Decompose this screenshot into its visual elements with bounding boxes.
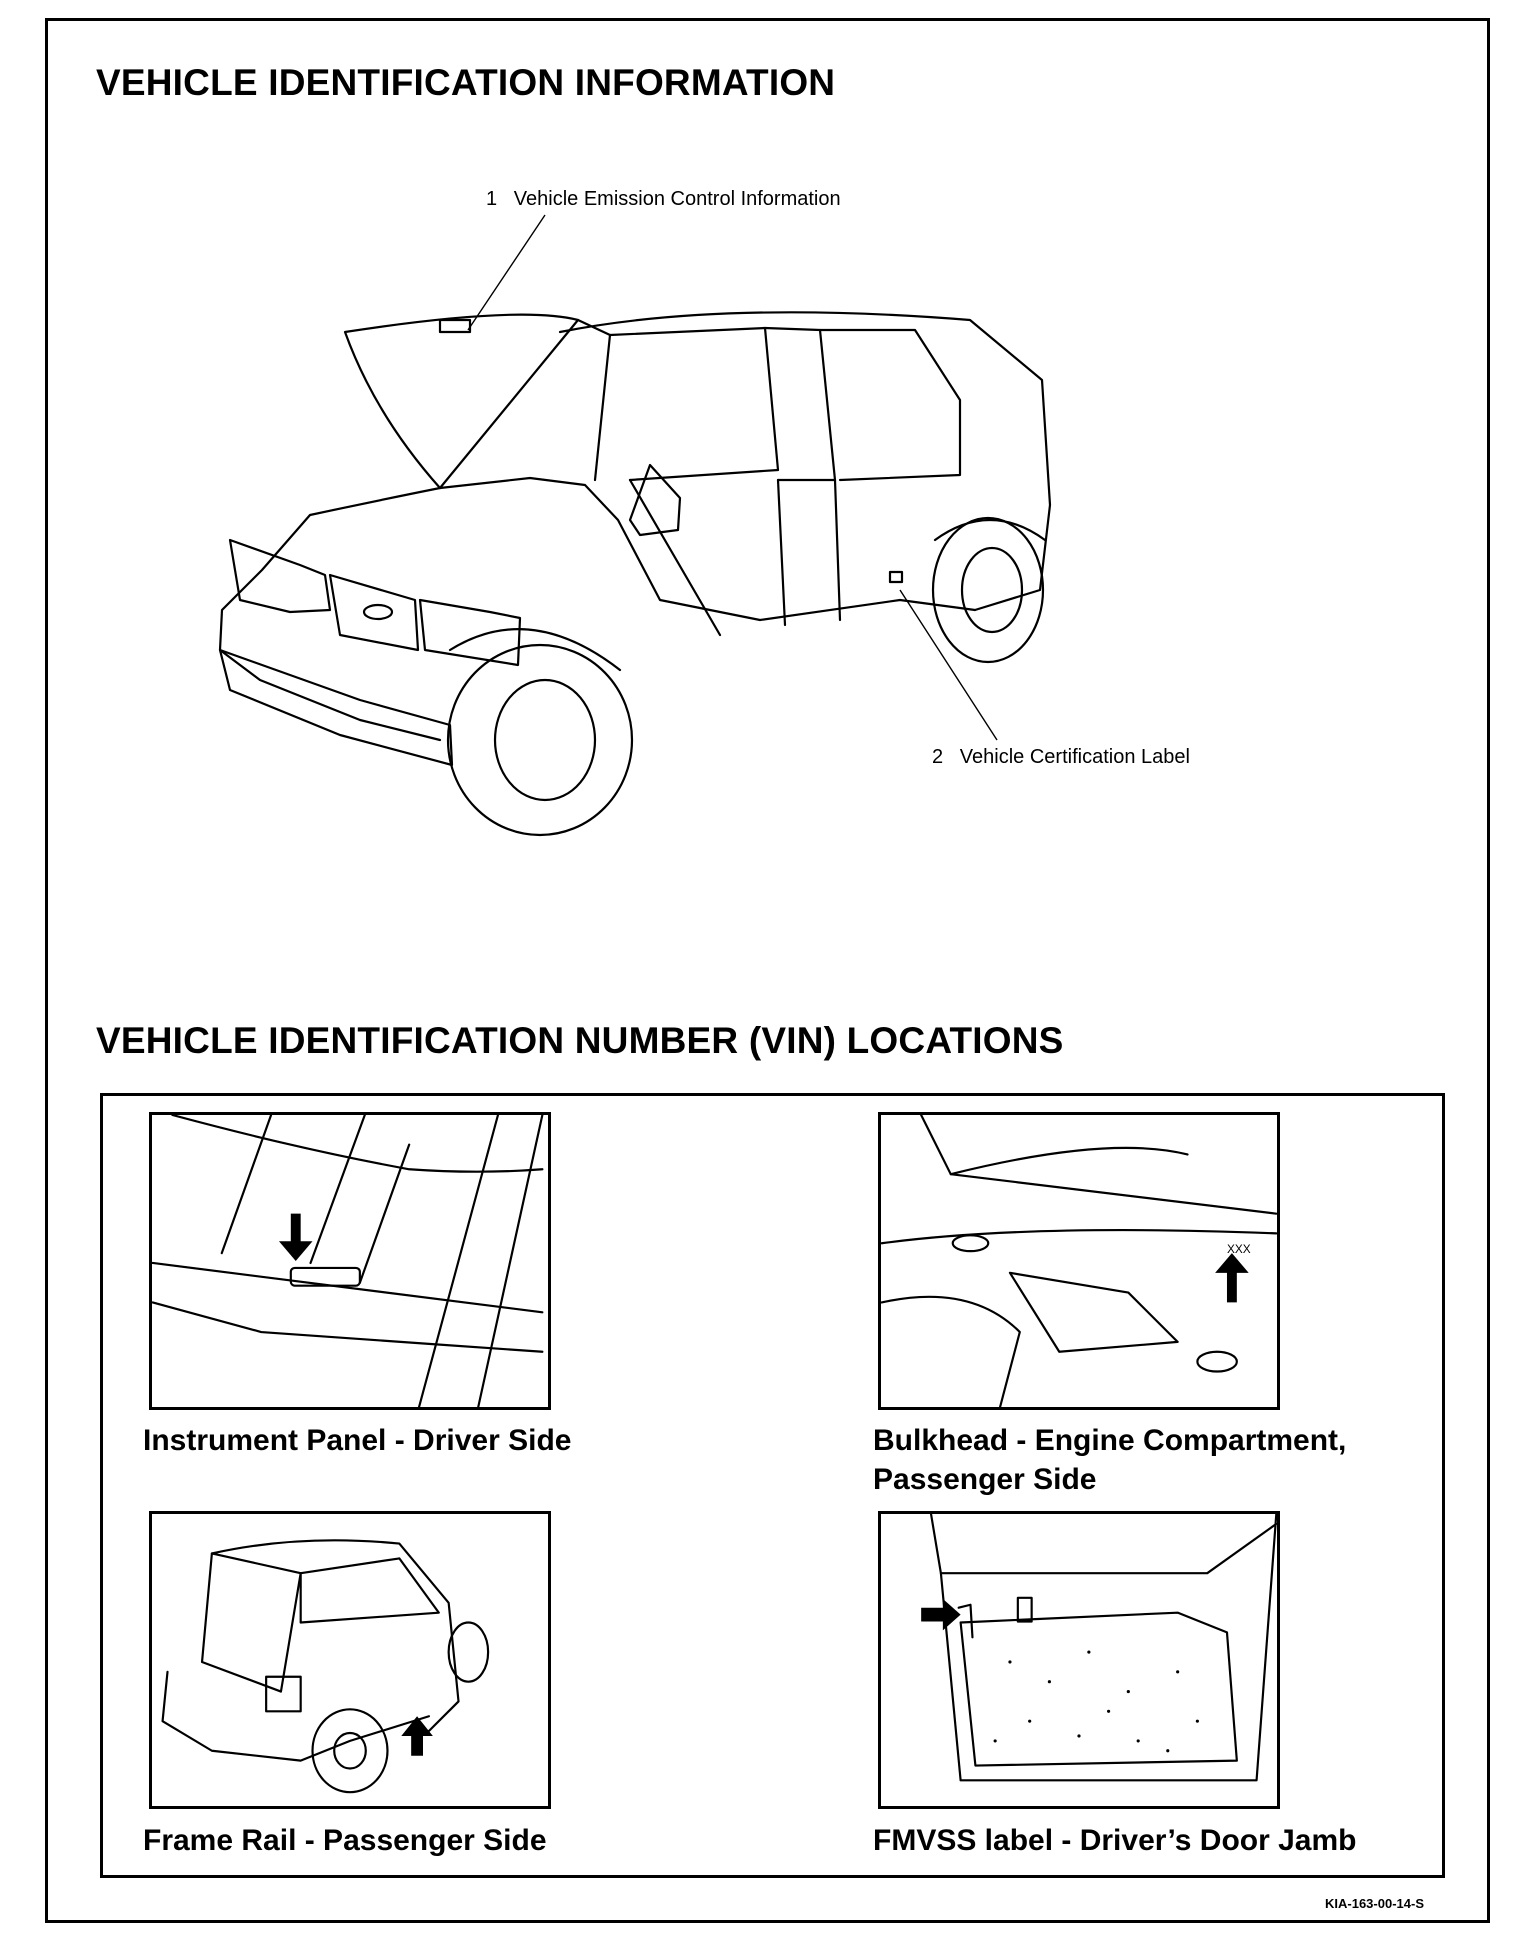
body-beltline <box>438 476 977 622</box>
vin-image-frame-rail <box>149 1511 551 1809</box>
vin-locations-panel: Instrument Panel - Driver Side XXX Bulkh… <box>100 1093 1445 1878</box>
arrow-up-icon <box>401 1716 433 1756</box>
vin-image-instrument-panel <box>149 1112 551 1410</box>
rear-wheel-rim <box>960 546 1024 634</box>
arrow-right-icon <box>921 1598 961 1631</box>
grille <box>328 573 420 652</box>
front-bumper <box>218 648 454 767</box>
front-fascia <box>218 486 442 742</box>
fmvss-label <box>1016 1596 1033 1623</box>
caption-instrument-panel: Instrument Panel - Driver Side <box>143 1421 571 1460</box>
callout-2: 2 Vehicle Certification Label <box>932 746 1190 769</box>
rear-wheel-tire <box>931 516 1045 664</box>
callout-1-number: 1 <box>486 188 498 210</box>
roof-line <box>558 311 1052 612</box>
section-title-identification: VEHICLE IDENTIFICATION INFORMATION <box>96 62 836 103</box>
carpet-texture <box>993 1650 1199 1753</box>
component-housing <box>1008 1271 1179 1353</box>
bulkhead-edge <box>881 1229 1277 1245</box>
callout-2-leader-line <box>899 589 998 741</box>
caption-bulkhead: Bulkhead - Engine Compartment, Passenger… <box>873 1421 1346 1499</box>
caption-frame-rail: Frame Rail - Passenger Side <box>143 1821 547 1860</box>
callout-2-label: Vehicle Certification Label <box>959 746 1190 768</box>
windshield-reflections <box>220 1115 411 1284</box>
lower-body <box>161 1670 431 1762</box>
caption-instrument-panel-line1: Instrument Panel - Driver Side <box>143 1424 572 1457</box>
rear-quarter-window <box>818 328 962 482</box>
front-tire <box>447 1621 490 1683</box>
vin-image-bulkhead: XXX <box>878 1112 1280 1410</box>
dash-edge <box>152 1301 544 1353</box>
caption-bulkhead-line2: Passenger Side <box>873 1463 1097 1496</box>
emission-label <box>438 318 472 334</box>
front-wheel-rim <box>493 678 597 802</box>
windshield-curve <box>171 1115 544 1173</box>
caption-bulkhead-line1: Bulkhead - Engine Compartment, <box>873 1424 1347 1457</box>
fill-cap <box>1196 1350 1238 1373</box>
grille-emblem <box>362 603 394 621</box>
certification-label-marker <box>888 570 904 584</box>
arrow-down-icon <box>278 1213 313 1261</box>
side-windows <box>299 1557 440 1624</box>
callout-1: 1 Vehicle Emission Control Information <box>486 188 841 211</box>
page-border <box>45 18 1490 1923</box>
jamb-edge <box>957 1603 974 1639</box>
vin-plate <box>289 1266 361 1287</box>
vin-label-xxx: XXX <box>1227 1242 1251 1256</box>
suv-illustration <box>218 214 1052 837</box>
callout-1-leader-line <box>467 214 546 331</box>
vin-image-door-jamb <box>878 1511 1280 1809</box>
sill-top <box>939 1522 1277 1575</box>
open-hood <box>343 313 580 490</box>
tail-light <box>265 1675 302 1713</box>
callout-2-number: 2 <box>932 746 944 768</box>
caption-frame-rail-line1: Frame Rail - Passenger Side <box>143 1824 547 1857</box>
rear-window <box>200 1552 302 1693</box>
a-pillar <box>576 318 612 482</box>
reservoir-cap <box>951 1234 990 1253</box>
hose <box>881 1295 1021 1407</box>
cowl-line <box>920 1115 1277 1215</box>
dash-top-line <box>152 1261 544 1314</box>
rear-tire <box>311 1708 389 1794</box>
rear-rim <box>333 1731 367 1770</box>
windshield-base <box>949 1146 1189 1176</box>
caption-door-jamb: FMVSS label - Driver’s Door Jamb <box>873 1821 1356 1860</box>
right-headlight <box>418 598 522 667</box>
section-title-vin-locations: VEHICLE IDENTIFICATION NUMBER (VIN) LOCA… <box>96 1020 1064 1061</box>
left-headlight <box>228 538 332 614</box>
door-lines <box>628 478 842 637</box>
floor-carpet <box>959 1611 1238 1767</box>
side-mirror <box>628 463 682 537</box>
door-opening <box>929 1514 1277 1782</box>
front-wheel-arch <box>448 628 622 672</box>
rear-door-window <box>763 326 837 482</box>
rear-wheel-arch <box>933 518 1047 542</box>
caption-door-jamb-line1: FMVSS label - Driver’s Door Jamb <box>873 1824 1357 1857</box>
front-wheel-tire <box>446 643 634 837</box>
a-pillar <box>417 1115 544 1407</box>
roof-rear <box>210 1539 460 1733</box>
windshield-front-door-window <box>608 326 780 482</box>
document-id: KIA-163-00-14-S <box>1325 1896 1424 1911</box>
arrow-up-icon <box>1215 1253 1249 1303</box>
callout-1-label: Vehicle Emission Control Information <box>513 188 841 210</box>
